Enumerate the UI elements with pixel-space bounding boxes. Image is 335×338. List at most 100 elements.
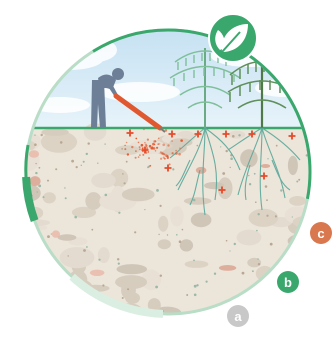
soil-speck	[270, 285, 272, 287]
soil-stone	[170, 206, 183, 226]
soil-speck	[25, 251, 28, 254]
soil-speck	[194, 294, 197, 297]
spray-dot	[139, 146, 141, 148]
soil-speck	[104, 143, 105, 144]
soil-speck	[230, 167, 231, 168]
badge-a: a	[227, 305, 249, 327]
soil-speck	[330, 134, 332, 136]
spray-dot	[142, 154, 144, 156]
soil-speck	[86, 246, 88, 248]
soil-speck	[147, 166, 149, 168]
soil-speck	[257, 258, 259, 260]
soil-stone	[288, 156, 298, 175]
spray-dot	[152, 143, 155, 146]
spray-dot	[148, 151, 150, 153]
spray-dot	[138, 142, 140, 144]
soil-stone	[158, 239, 171, 249]
soil-particle	[261, 164, 270, 168]
soil-speck	[258, 287, 259, 288]
soil-speck	[266, 199, 268, 201]
soil-speck	[248, 175, 249, 176]
soil-speck	[127, 288, 129, 290]
soil-stone	[87, 318, 114, 326]
soil-speck	[83, 161, 85, 163]
soil-speck	[222, 172, 225, 175]
soil-stone	[289, 196, 306, 206]
spray-dot	[127, 153, 129, 155]
soil-speck	[270, 281, 273, 284]
soil-speck	[35, 172, 37, 174]
spray-dot	[149, 165, 151, 167]
soil-speck	[33, 315, 36, 318]
soil-speck	[34, 143, 37, 146]
spray-dot	[143, 128, 145, 130]
spray-dot	[156, 147, 158, 149]
soil-stone	[58, 234, 77, 240]
soil-speck	[265, 185, 268, 188]
badge-b-label: b	[284, 275, 292, 290]
soil-particle	[196, 167, 207, 174]
soil-stone	[117, 264, 148, 274]
spray-dot	[147, 139, 149, 141]
soil-speck	[11, 138, 14, 141]
soil-particle	[219, 265, 236, 271]
soil-speck	[258, 213, 260, 215]
soil-speck	[46, 282, 48, 284]
spray-dot	[141, 144, 144, 147]
soil-speck	[256, 230, 258, 232]
soil-speck	[64, 187, 65, 188]
spray-dot	[169, 163, 171, 165]
soil-speck	[193, 199, 196, 202]
soil-speck	[182, 229, 184, 231]
spray-dot	[161, 152, 163, 154]
soil-stone	[306, 289, 328, 296]
spray-dot	[124, 148, 126, 150]
soil-stone	[43, 192, 56, 203]
soil-speck	[323, 133, 325, 135]
soil-speck	[226, 240, 228, 242]
soil-speck	[307, 323, 308, 324]
soil-speck	[35, 163, 36, 164]
soil-speck	[47, 235, 50, 238]
soil-speck	[193, 260, 195, 262]
soil-speck	[9, 253, 10, 254]
spray-dot	[179, 147, 181, 149]
soil-speck	[186, 294, 188, 296]
soil-speck	[304, 237, 306, 239]
soil-stone	[0, 230, 24, 249]
soil-speck	[212, 324, 214, 326]
soil-speck	[292, 216, 293, 217]
soil-speck	[194, 285, 197, 288]
soil-speck	[86, 304, 88, 306]
soil-speck	[22, 224, 23, 225]
soil-speck	[60, 141, 63, 144]
soil-stone	[306, 287, 335, 297]
soil-particle	[90, 270, 104, 276]
soil-speck	[249, 183, 251, 185]
soil-stone	[91, 173, 116, 188]
soil-speck	[270, 243, 273, 246]
soil-speck	[88, 142, 90, 144]
spray-dot	[144, 142, 146, 144]
soil-speck	[331, 154, 333, 156]
soil-speck	[254, 173, 256, 175]
soil-stone	[309, 190, 331, 204]
soil-speck	[238, 134, 240, 136]
soil-stone	[32, 266, 58, 287]
soil-speck	[61, 282, 62, 283]
soil-particle	[52, 230, 60, 237]
spray-dot	[158, 138, 160, 140]
soil-stone	[325, 255, 335, 272]
spray-dot	[151, 147, 153, 149]
soil-stone	[307, 308, 335, 326]
badge-a-label: a	[234, 309, 242, 324]
soil-speck	[97, 163, 98, 164]
soil-speck	[252, 270, 254, 272]
spray-dot	[172, 152, 174, 154]
soil-speck	[122, 173, 124, 175]
spray-dot	[139, 154, 141, 156]
soil-speck	[65, 197, 67, 199]
soil-speck	[255, 201, 257, 203]
spray-dot	[138, 156, 140, 158]
soil-speck	[172, 168, 174, 170]
